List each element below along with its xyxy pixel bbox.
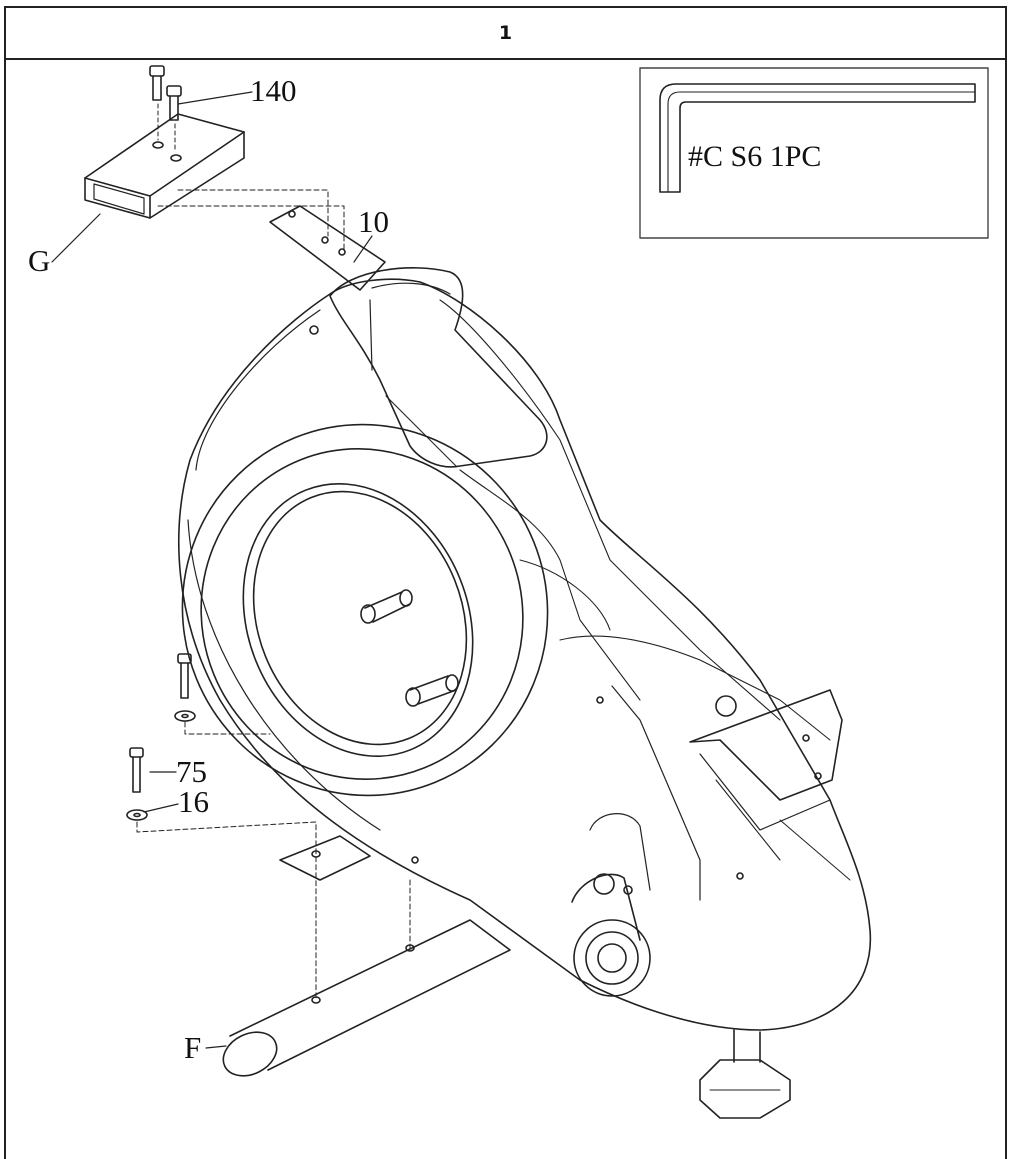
hex-key-toolbox [639,67,989,239]
hex-key-label: #C S6 1PC [688,140,821,173]
callout-10: 10 [358,204,389,239]
part-g-tube [84,113,245,219]
bolt-75-washer-16-set [126,653,196,821]
bolt-140-pair [149,65,182,153]
part-f-stabilizer [222,835,511,1077]
callout-140: 140 [250,73,297,108]
callout-f: F [184,1030,201,1065]
rower-main-housing [178,267,872,1119]
step-frame: 1 [4,6,1007,1159]
part-10-tab [269,205,386,291]
step-number: 1 [6,8,1005,60]
callout-g: G [28,243,50,278]
callout-16: 16 [178,784,209,819]
callout-75: 75 [176,754,207,789]
